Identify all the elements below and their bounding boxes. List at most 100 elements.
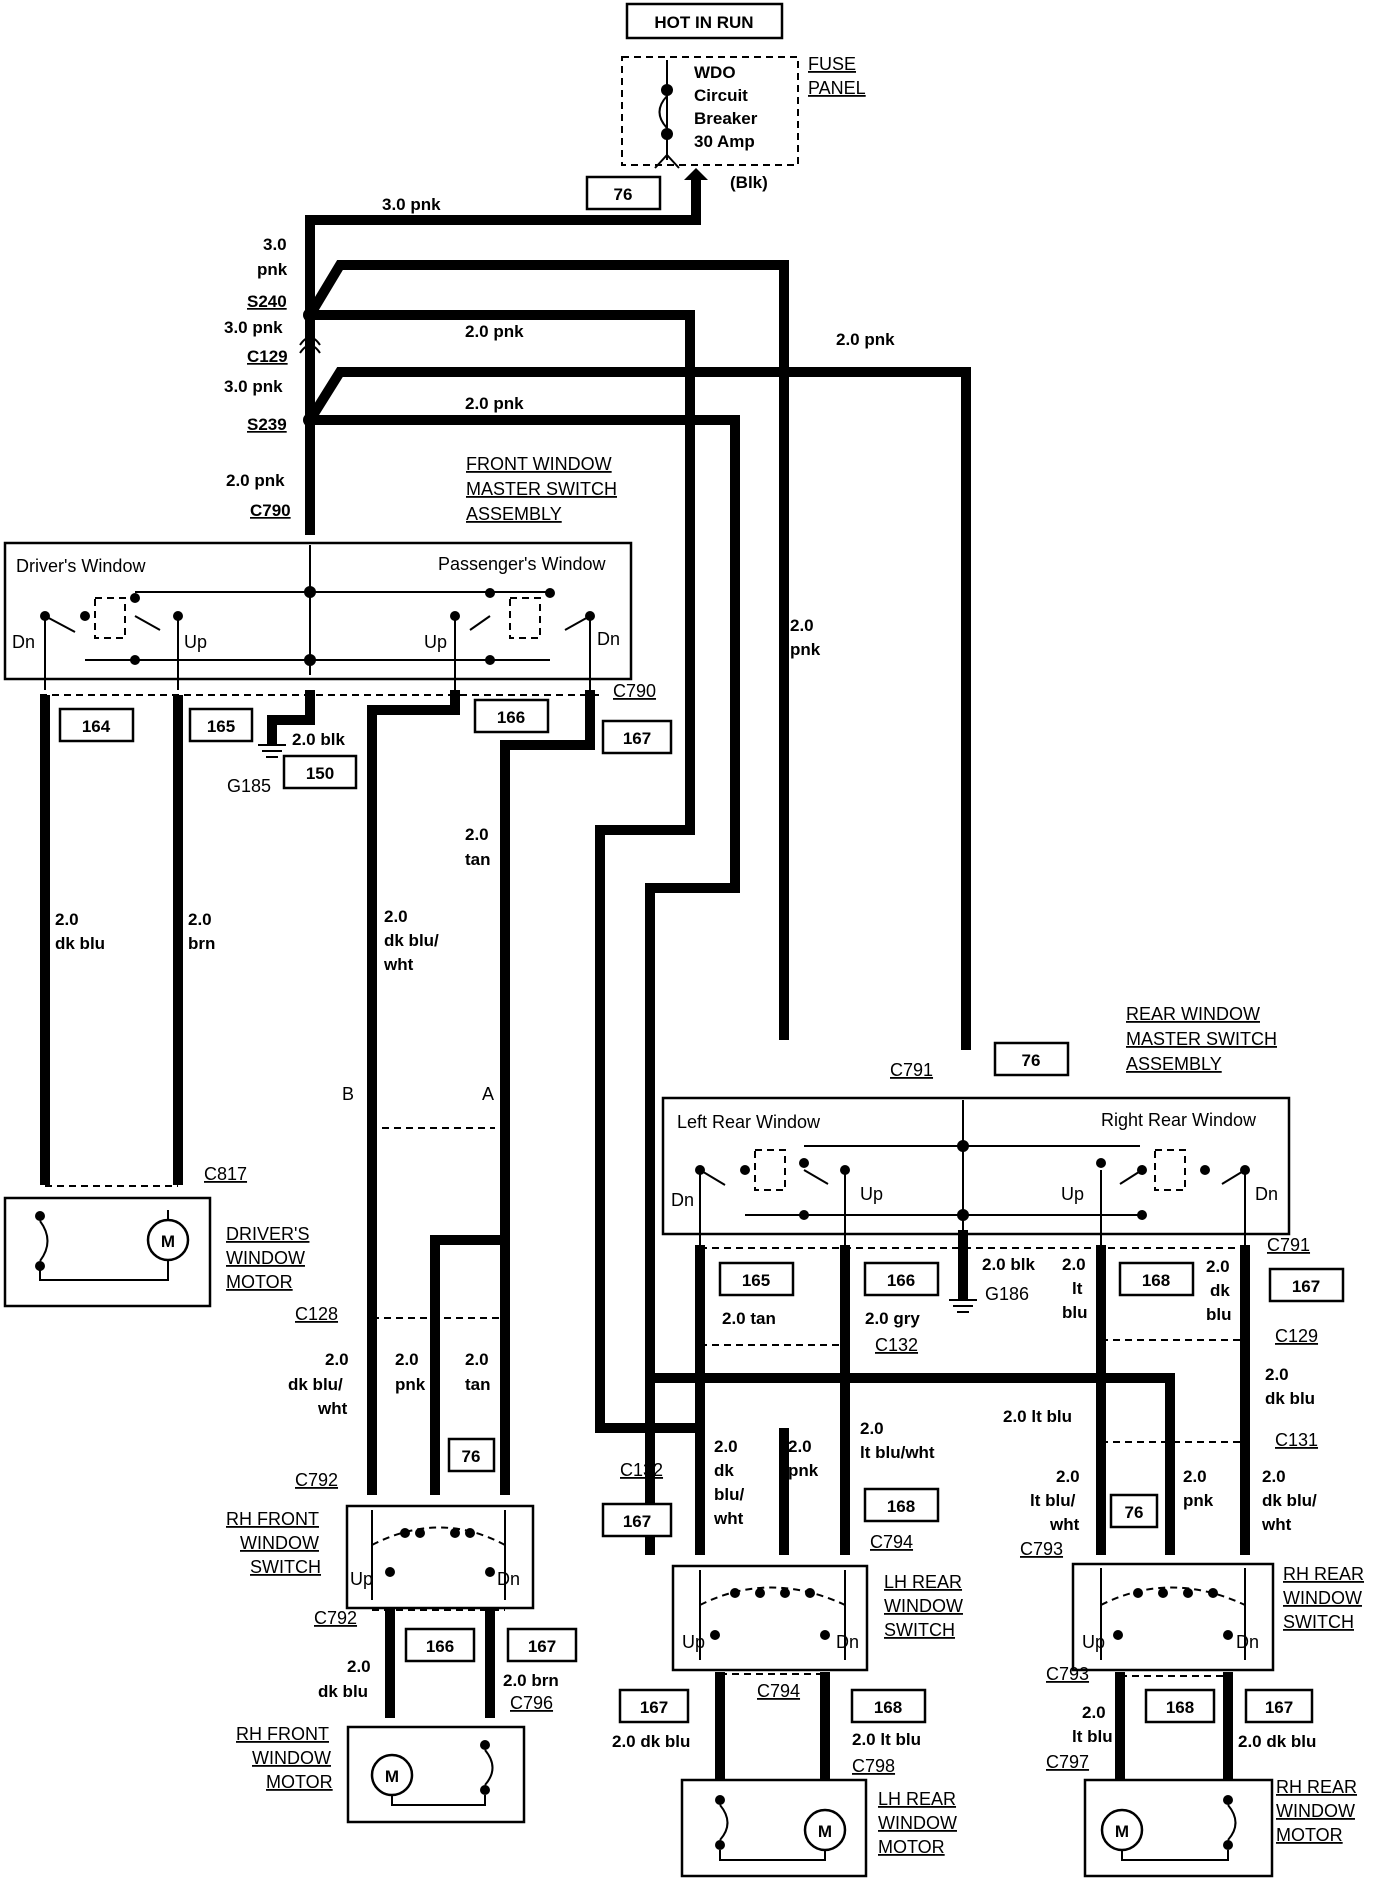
- rear-up-right: Up: [1061, 1184, 1084, 1204]
- rhr-w1-2: lt blu/: [1030, 1491, 1076, 1510]
- lh-rear-section: C132 167 2.0 dk blu/ wht 2.0 pnk 2.0 lt …: [601, 1419, 963, 1878]
- rear-ltblu-2: lt: [1072, 1279, 1083, 1298]
- lh-circuit-167: 167: [623, 1512, 651, 1531]
- rhr-motor-m: M: [1115, 1822, 1129, 1841]
- rhf-circuit-76: 76: [462, 1447, 481, 1466]
- dkbluwht-label-3: wht: [383, 955, 414, 974]
- driver-window-label: Driver's Window: [16, 556, 146, 576]
- c129-right-label: C129: [1275, 1326, 1318, 1346]
- hot-in-run-label: HOT IN RUN: [654, 13, 753, 32]
- left-wire-label-a: 3.0: [263, 235, 287, 254]
- rhr-motor-title-1: RH REAR: [1276, 1777, 1357, 1797]
- dk-blu-label-1: 2.0: [55, 910, 79, 929]
- rear-dn-right: Dn: [1255, 1184, 1278, 1204]
- fuse-blk-label: (Blk): [730, 173, 768, 192]
- pnk-label-a: 2.0 pnk: [465, 322, 524, 341]
- rhr-w1-3: wht: [1049, 1515, 1080, 1534]
- rhr-dk-blu-label: 2.0 dk blu: [1238, 1732, 1316, 1751]
- lh-circuit-167-b: 167: [640, 1698, 668, 1717]
- brn-label-1: 2.0: [188, 910, 212, 929]
- rhf-w2-2: pnk: [395, 1375, 426, 1394]
- lh-switch-title-3: SWITCH: [884, 1620, 955, 1640]
- rear-dkblu-2: dk: [1210, 1281, 1230, 1300]
- s240-label: S240: [247, 292, 287, 311]
- c791-top-label: C791: [890, 1060, 933, 1080]
- g186-label: G186: [985, 1284, 1029, 1304]
- lh-w1-3: blu/: [714, 1485, 744, 1504]
- rhf-circuit-166: 166: [426, 1637, 454, 1656]
- rhr-up: Up: [1082, 1632, 1105, 1652]
- c794-bottom-label: C794: [757, 1681, 800, 1701]
- rhr-lt-blu-1: 2.0: [1082, 1703, 1106, 1722]
- fuse-line-2: Circuit: [694, 86, 748, 105]
- c797-label: C797: [1046, 1752, 1089, 1772]
- lh-dn: Dn: [836, 1632, 859, 1652]
- rhf-w1-3: wht: [317, 1399, 348, 1418]
- rhr-switch-title-2: WINDOW: [1283, 1588, 1362, 1608]
- rhf-brn-label: 2.0 brn: [503, 1671, 559, 1690]
- tan-label-1: 2.0: [465, 825, 489, 844]
- lh-lt-blu-label: 2.0 lt blu: [852, 1730, 921, 1749]
- rear-dn-left: Dn: [671, 1190, 694, 1210]
- feed-wires: [299, 178, 1175, 1452]
- rhf-switch-title-1: RH FRONT: [226, 1509, 319, 1529]
- pin-b-label: B: [342, 1084, 354, 1104]
- rear-ltblu-3: blu: [1062, 1303, 1088, 1322]
- dkbluwht-label-2: dk blu/: [384, 931, 439, 950]
- lh-motor-title-1: LH REAR: [878, 1789, 956, 1809]
- g185-label: G185: [227, 776, 271, 796]
- fuse-panel: WDO Circuit Breaker 30 Amp FUSE PANEL (B…: [585, 54, 866, 211]
- c131-label: C131: [1275, 1430, 1318, 1450]
- front-circuit-165: 165: [207, 717, 235, 736]
- rear-up-left: Up: [860, 1184, 883, 1204]
- rear-circuit-167: 167: [1292, 1277, 1320, 1296]
- front-dn-left: Dn: [12, 632, 35, 652]
- front-master-title-1: FRONT WINDOW: [466, 454, 612, 474]
- rear-circuit-166: 166: [887, 1271, 915, 1290]
- lh-circuit-168-b: 168: [874, 1698, 902, 1717]
- rhr-circuit-76: 76: [1125, 1503, 1144, 1522]
- right-rear-window-label: Right Rear Window: [1101, 1110, 1257, 1130]
- front-circuit-164: 164: [82, 717, 111, 736]
- rhr-dn: Dn: [1236, 1632, 1259, 1652]
- fuse-panel-label-2: PANEL: [808, 78, 866, 98]
- front-master-title-2: MASTER SWITCH: [466, 479, 617, 499]
- lh-switch-title-2: WINDOW: [884, 1596, 963, 1616]
- c793-top-label: C793: [1020, 1539, 1063, 1559]
- lh-motor-title-3: MOTOR: [878, 1837, 945, 1857]
- fuse-panel-label-1: FUSE: [808, 54, 856, 74]
- fuse-line-3: Breaker: [694, 109, 758, 128]
- lh-switch-title-1: LH REAR: [884, 1572, 962, 1592]
- dk-blu-label-2: dk blu: [55, 934, 105, 953]
- lh-w3-1: 2.0: [860, 1419, 884, 1438]
- dkbluwht-label-1: 2.0: [384, 907, 408, 926]
- lh-motor-m: M: [818, 1822, 832, 1841]
- lh-w2-2: pnk: [788, 1461, 819, 1480]
- rh-front-section: C128 2.0 dk blu/ wht 2.0 pnk 2.0 tan 76 …: [226, 1304, 578, 1824]
- front-ground-wire-label: 2.0 blk: [292, 730, 345, 749]
- rhf-up: Up: [350, 1569, 373, 1589]
- c796-label: C796: [510, 1693, 553, 1713]
- brn-label-2: brn: [188, 934, 215, 953]
- lh-motor-title-2: WINDOW: [878, 1813, 957, 1833]
- rear-dkblu-1: 2.0: [1206, 1257, 1230, 1276]
- pnk-label-b: 2.0 pnk: [465, 394, 524, 413]
- rhf-motor-title-2: WINDOW: [252, 1748, 331, 1768]
- lh-w1-2: dk: [714, 1461, 734, 1480]
- rear-master-switch: REAR WINDOW MASTER SWITCH ASSEMBLY C791 …: [661, 1004, 1345, 1450]
- c129-wire-label: 3.0 pnk: [224, 377, 283, 396]
- rear-tan-label: 2.0 tan: [722, 1309, 776, 1328]
- c792-bottom-label: C792: [314, 1608, 357, 1628]
- vert-pnk-label-a: 2.0: [790, 616, 814, 635]
- c132-right-label: C132: [875, 1335, 918, 1355]
- c793-bottom-label: C793: [1046, 1664, 1089, 1684]
- c798-label: C798: [852, 1756, 895, 1776]
- pnk-label-c: 2.0 pnk: [836, 330, 895, 349]
- front-c790-label: C790: [613, 681, 656, 701]
- pin-a-label: A: [482, 1084, 494, 1104]
- left-wire-label-b: pnk: [257, 260, 288, 279]
- front-up-left: Up: [184, 632, 207, 652]
- left-rear-window-label: Left Rear Window: [677, 1112, 821, 1132]
- rhf-switch-title-3: SWITCH: [250, 1557, 321, 1577]
